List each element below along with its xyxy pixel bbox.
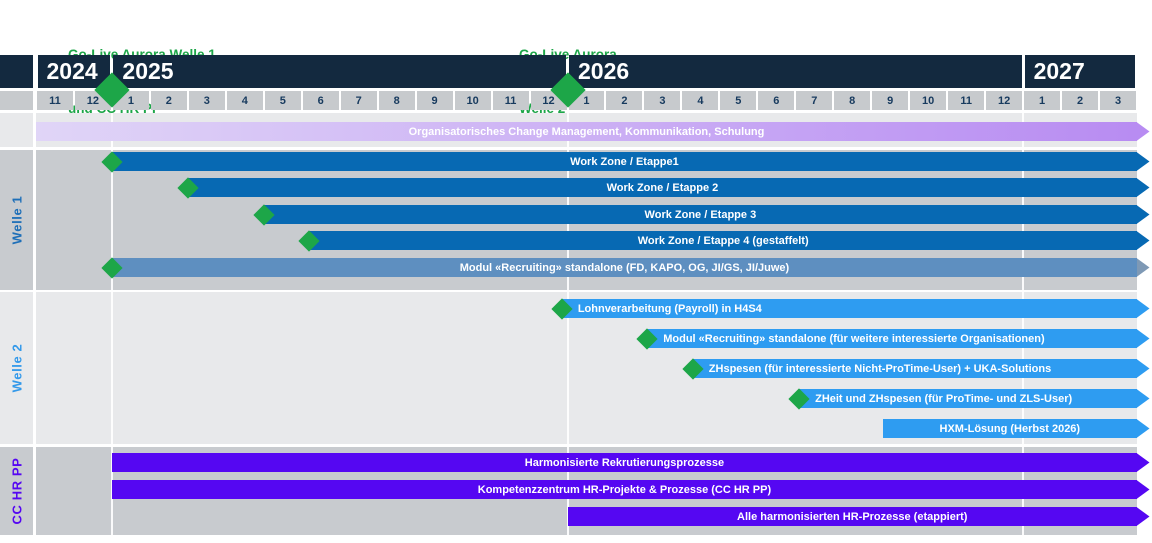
month-cell: 7	[796, 91, 833, 110]
gantt-bar-arrow	[1136, 507, 1150, 526]
gantt-bar: HXM-Lösung (Herbst 2026)	[882, 419, 1137, 438]
month-cell: 4	[682, 91, 719, 110]
gantt-bar: Organisatorisches Change Management, Kom…	[36, 122, 1137, 141]
section-stub-Welle 1	[0, 150, 33, 290]
gantt-bar-label: Work Zone / Etappe 2	[606, 181, 719, 194]
month-cell: 8	[378, 91, 415, 110]
section-label-cc-hr-pp: CC HR PP	[9, 457, 24, 525]
gantt-bar-arrow	[1136, 178, 1150, 197]
gantt-bar-label: Organisatorisches Change Management, Kom…	[408, 125, 765, 138]
year-gridline	[566, 292, 569, 444]
section-stub-ocm	[0, 113, 33, 147]
gantt-bar: Alle harmonisierten HR-Prozesse (etappie…	[567, 507, 1137, 526]
month-cell: 11	[948, 91, 985, 110]
gantt-bar-label: Harmonisierte Rekrutierungsprozesse	[524, 456, 725, 469]
month-cell: 5	[720, 91, 757, 110]
month-cell: 3	[1100, 91, 1136, 110]
month-cell: 10	[910, 91, 947, 110]
gantt-bar-arrow	[1136, 453, 1150, 472]
month-cell: 11	[492, 91, 529, 110]
gantt-bar-label: Work Zone / Etappe1	[570, 155, 679, 168]
section-stub-CC HR PP	[0, 447, 33, 535]
gantt-bar: Work Zone / Etappe 3	[263, 205, 1137, 224]
gantt-bar: Modul «Recruiting» standalone (für weite…	[647, 329, 1137, 348]
year-segment-2026: 2026	[569, 55, 1022, 88]
gantt-bar-arrow	[1136, 258, 1150, 277]
gantt-bar-label: ZHspesen (für interessierte Nicht-ProTim…	[708, 362, 1052, 375]
gantt-bar-arrow	[1136, 122, 1150, 141]
month-cell: 5	[264, 91, 301, 110]
month-cell: 9	[872, 91, 909, 110]
gantt-bar: Lohnverarbeitung (Payroll) in H4S4	[561, 299, 1137, 318]
year-segment-2027: 2027	[1024, 55, 1136, 88]
month-cell: 2	[1062, 91, 1099, 110]
gantt-bar-arrow	[1136, 389, 1150, 408]
gantt-bar-label: Lohnverarbeitung (Payroll) in H4S4	[577, 302, 762, 315]
gantt-bar: Work Zone / Etappe 2	[187, 178, 1137, 197]
month-cell: 8	[834, 91, 871, 110]
gantt-bar-arrow	[1136, 359, 1150, 378]
gantt-bar-arrow	[1136, 231, 1150, 250]
gantt-bar-arrow	[1136, 299, 1150, 318]
year-segment-2024: 2024	[37, 55, 111, 88]
gantt-bar-arrow	[1136, 480, 1150, 499]
gantt-bar-label: Modul «Recruiting» standalone (FD, KAPO,…	[459, 261, 790, 274]
gantt-bar: Kompetenzzentrum HR-Projekte & Prozesse …	[111, 480, 1137, 499]
month-cell: 4	[226, 91, 263, 110]
year-gridline	[110, 150, 113, 290]
month-row-left-stub	[0, 91, 33, 110]
month-cell: 10	[454, 91, 491, 110]
gantt-bar: Harmonisierte Rekrutierungsprozesse	[111, 453, 1137, 472]
gantt-bar-label: Modul «Recruiting» standalone (für weite…	[663, 332, 1045, 345]
gantt-bar: Work Zone / Etappe 4 (gestaffelt)	[309, 231, 1137, 250]
month-cell: 1	[1024, 91, 1061, 110]
month-cell: 12	[986, 91, 1023, 110]
year-segment-2025: 2025	[113, 55, 566, 88]
month-cell: 7	[340, 91, 377, 110]
gantt-bar-label: HXM-Lösung (Herbst 2026)	[939, 422, 1081, 435]
month-cell: 6	[758, 91, 795, 110]
month-cell: 2	[606, 91, 643, 110]
gantt-bar: Modul «Recruiting» standalone (FD, KAPO,…	[111, 258, 1137, 277]
gantt-bar: ZHeit und ZHspesen (für ProTime- und ZLS…	[799, 389, 1137, 408]
gantt-bar-label: Alle harmonisierten HR-Prozesse (etappie…	[737, 510, 968, 523]
month-cell: 2	[150, 91, 187, 110]
gantt-bar-arrow	[1136, 419, 1150, 438]
year-gridline	[110, 292, 113, 444]
month-cell: 9	[416, 91, 453, 110]
month-cell: 6	[302, 91, 339, 110]
gantt-bar: Work Zone / Etappe1	[111, 152, 1137, 171]
gantt-bar-label: Kompetenzzentrum HR-Projekte & Prozesse …	[477, 483, 772, 496]
gantt-bar-arrow	[1136, 152, 1150, 171]
section-label-welle-2: Welle 2	[9, 343, 24, 393]
section-stub-Welle 2	[0, 292, 33, 444]
month-cell: 11	[37, 91, 73, 110]
month-cell: 3	[188, 91, 225, 110]
gantt-bar-label: Work Zone / Etappe 3	[644, 208, 757, 221]
gantt-bar-label: Work Zone / Etappe 4 (gestaffelt)	[637, 234, 809, 247]
gantt-bar-arrow	[1136, 205, 1150, 224]
gantt-bar-arrow	[1136, 329, 1150, 348]
month-cell: 3	[644, 91, 681, 110]
gantt-bar: ZHspesen (für interessierte Nicht-ProTim…	[692, 359, 1137, 378]
section-label-welle-1: Welle 1	[9, 195, 24, 245]
gantt-bar-label: ZHeit und ZHspesen (für ProTime- und ZLS…	[815, 392, 1073, 405]
year-band-left-stub	[0, 55, 33, 88]
